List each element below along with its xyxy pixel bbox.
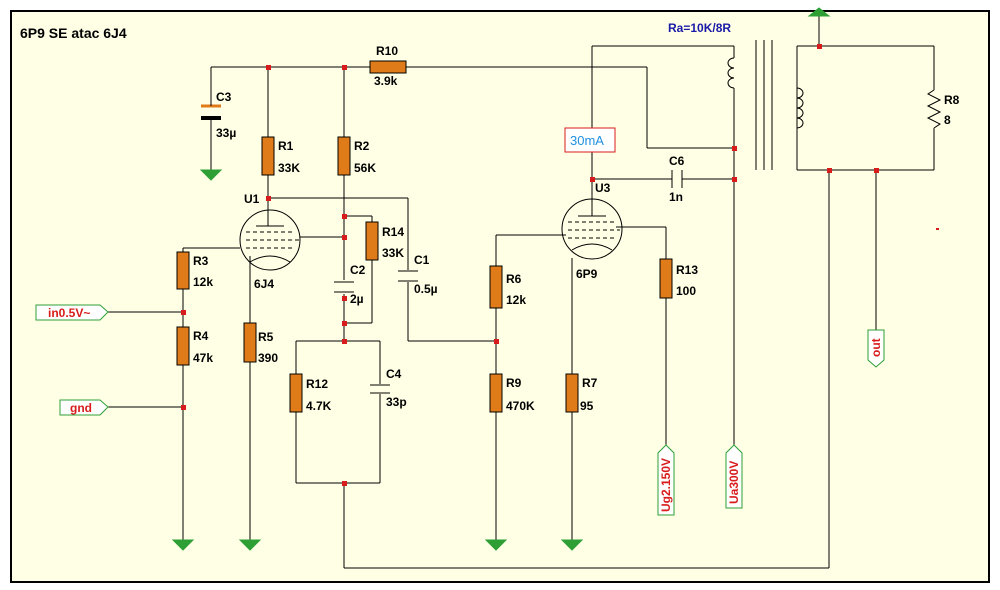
svg-text:R2: R2 bbox=[354, 139, 370, 153]
port-ug2: Ug2.150V bbox=[657, 444, 675, 516]
svg-text:R14: R14 bbox=[382, 225, 404, 239]
svg-text:R3: R3 bbox=[193, 254, 209, 268]
svg-text:R6: R6 bbox=[506, 272, 522, 286]
capacitor-C3: C3 33µ bbox=[201, 90, 236, 140]
resistor-R9: R9 470K bbox=[489, 373, 535, 413]
svg-text:95: 95 bbox=[580, 399, 594, 413]
resistor-R1: R1 33K bbox=[261, 136, 300, 176]
svg-text:R4: R4 bbox=[193, 329, 209, 343]
resistor-R8: R8 8 bbox=[926, 89, 960, 129]
resistor-R6: R6 12k bbox=[489, 265, 526, 309]
resistor-R14: R14 33K bbox=[365, 221, 404, 261]
svg-text:Ug2.150V: Ug2.150V bbox=[659, 458, 673, 512]
resistor-R12: R12 4.7K bbox=[289, 373, 332, 413]
resistor-R5: R5 390 bbox=[243, 322, 278, 365]
svg-text:100: 100 bbox=[676, 284, 696, 298]
resistor-R7: R7 95 bbox=[565, 373, 598, 413]
svg-text:33µ: 33µ bbox=[216, 126, 236, 140]
resistor-R2: R2 56K bbox=[337, 136, 376, 176]
svg-text:C3: C3 bbox=[216, 90, 232, 104]
svg-text:12k: 12k bbox=[506, 293, 526, 307]
svg-text:33p: 33p bbox=[386, 395, 407, 409]
svg-text:R10: R10 bbox=[376, 44, 398, 58]
resistor-R13: R13 100 bbox=[659, 258, 698, 299]
svg-text:2µ: 2µ bbox=[350, 292, 364, 306]
svg-text:8: 8 bbox=[944, 113, 951, 127]
transformer-primary-coil bbox=[727, 57, 735, 92]
capacitor-C6: C6 1n bbox=[669, 154, 685, 204]
tube-U3: U3 6P9 bbox=[561, 181, 623, 281]
junction-nodes bbox=[181, 44, 939, 486]
svg-text:0.5µ: 0.5µ bbox=[414, 282, 438, 296]
resistor-R3: R3 12k bbox=[176, 251, 213, 290]
schematic-title: 6P9 SE atac 6J4 bbox=[20, 25, 127, 41]
capacitor-C4: C4 33p bbox=[370, 367, 407, 409]
capacitor-C1: C1 0.5µ bbox=[398, 253, 438, 296]
transformer-core bbox=[755, 40, 773, 170]
svg-text:12k: 12k bbox=[193, 275, 213, 289]
resistor-R10: R10 3.9k bbox=[369, 44, 407, 88]
port-ua: Ua300V bbox=[725, 444, 743, 509]
svg-text:R12: R12 bbox=[306, 377, 328, 391]
current-meter: 30mA bbox=[564, 127, 616, 153]
svg-text:33K: 33K bbox=[382, 246, 404, 260]
capacitor-C2: C2 2µ bbox=[334, 263, 366, 306]
svg-text:1n: 1n bbox=[669, 190, 683, 204]
transformer-label: Ra=10K/8R bbox=[668, 21, 731, 35]
svg-text:out: out bbox=[869, 338, 883, 357]
tube-U1: U1 6J4 bbox=[239, 192, 301, 291]
svg-text:30mA: 30mA bbox=[570, 133, 604, 148]
svg-text:6P9: 6P9 bbox=[576, 267, 598, 281]
svg-text:R9: R9 bbox=[506, 376, 522, 390]
transformer-secondary-coil bbox=[796, 87, 804, 129]
svg-text:33K: 33K bbox=[278, 161, 300, 175]
resistor-R4: R4 47k bbox=[176, 326, 213, 366]
svg-text:C1: C1 bbox=[414, 253, 430, 267]
svg-text:R7: R7 bbox=[582, 376, 598, 390]
svg-text:6J4: 6J4 bbox=[254, 277, 274, 291]
svg-text:C2: C2 bbox=[350, 263, 366, 277]
port-out: out bbox=[867, 329, 885, 368]
svg-text:gnd: gnd bbox=[70, 401, 92, 415]
svg-text:R8: R8 bbox=[944, 93, 960, 107]
svg-text:R5: R5 bbox=[258, 330, 274, 344]
port-gnd: gnd bbox=[59, 399, 109, 416]
svg-text:56K: 56K bbox=[354, 161, 376, 175]
svg-text:Ua300V: Ua300V bbox=[727, 461, 741, 504]
svg-text:C6: C6 bbox=[669, 154, 685, 168]
svg-text:4.7K: 4.7K bbox=[306, 399, 332, 413]
svg-text:U1: U1 bbox=[244, 192, 260, 206]
svg-text:C4: C4 bbox=[386, 367, 402, 381]
svg-text:470K: 470K bbox=[506, 399, 535, 413]
svg-text:U3: U3 bbox=[595, 181, 611, 195]
ground-symbols bbox=[171, 7, 831, 551]
svg-text:R13: R13 bbox=[676, 263, 698, 277]
svg-text:47k: 47k bbox=[193, 351, 213, 365]
svg-text:R1: R1 bbox=[278, 139, 294, 153]
svg-text:390: 390 bbox=[258, 351, 278, 365]
svg-text:3.9k: 3.9k bbox=[374, 74, 398, 88]
svg-text:in0.5V~: in0.5V~ bbox=[48, 306, 90, 320]
port-in: in0.5V~ bbox=[35, 304, 109, 321]
